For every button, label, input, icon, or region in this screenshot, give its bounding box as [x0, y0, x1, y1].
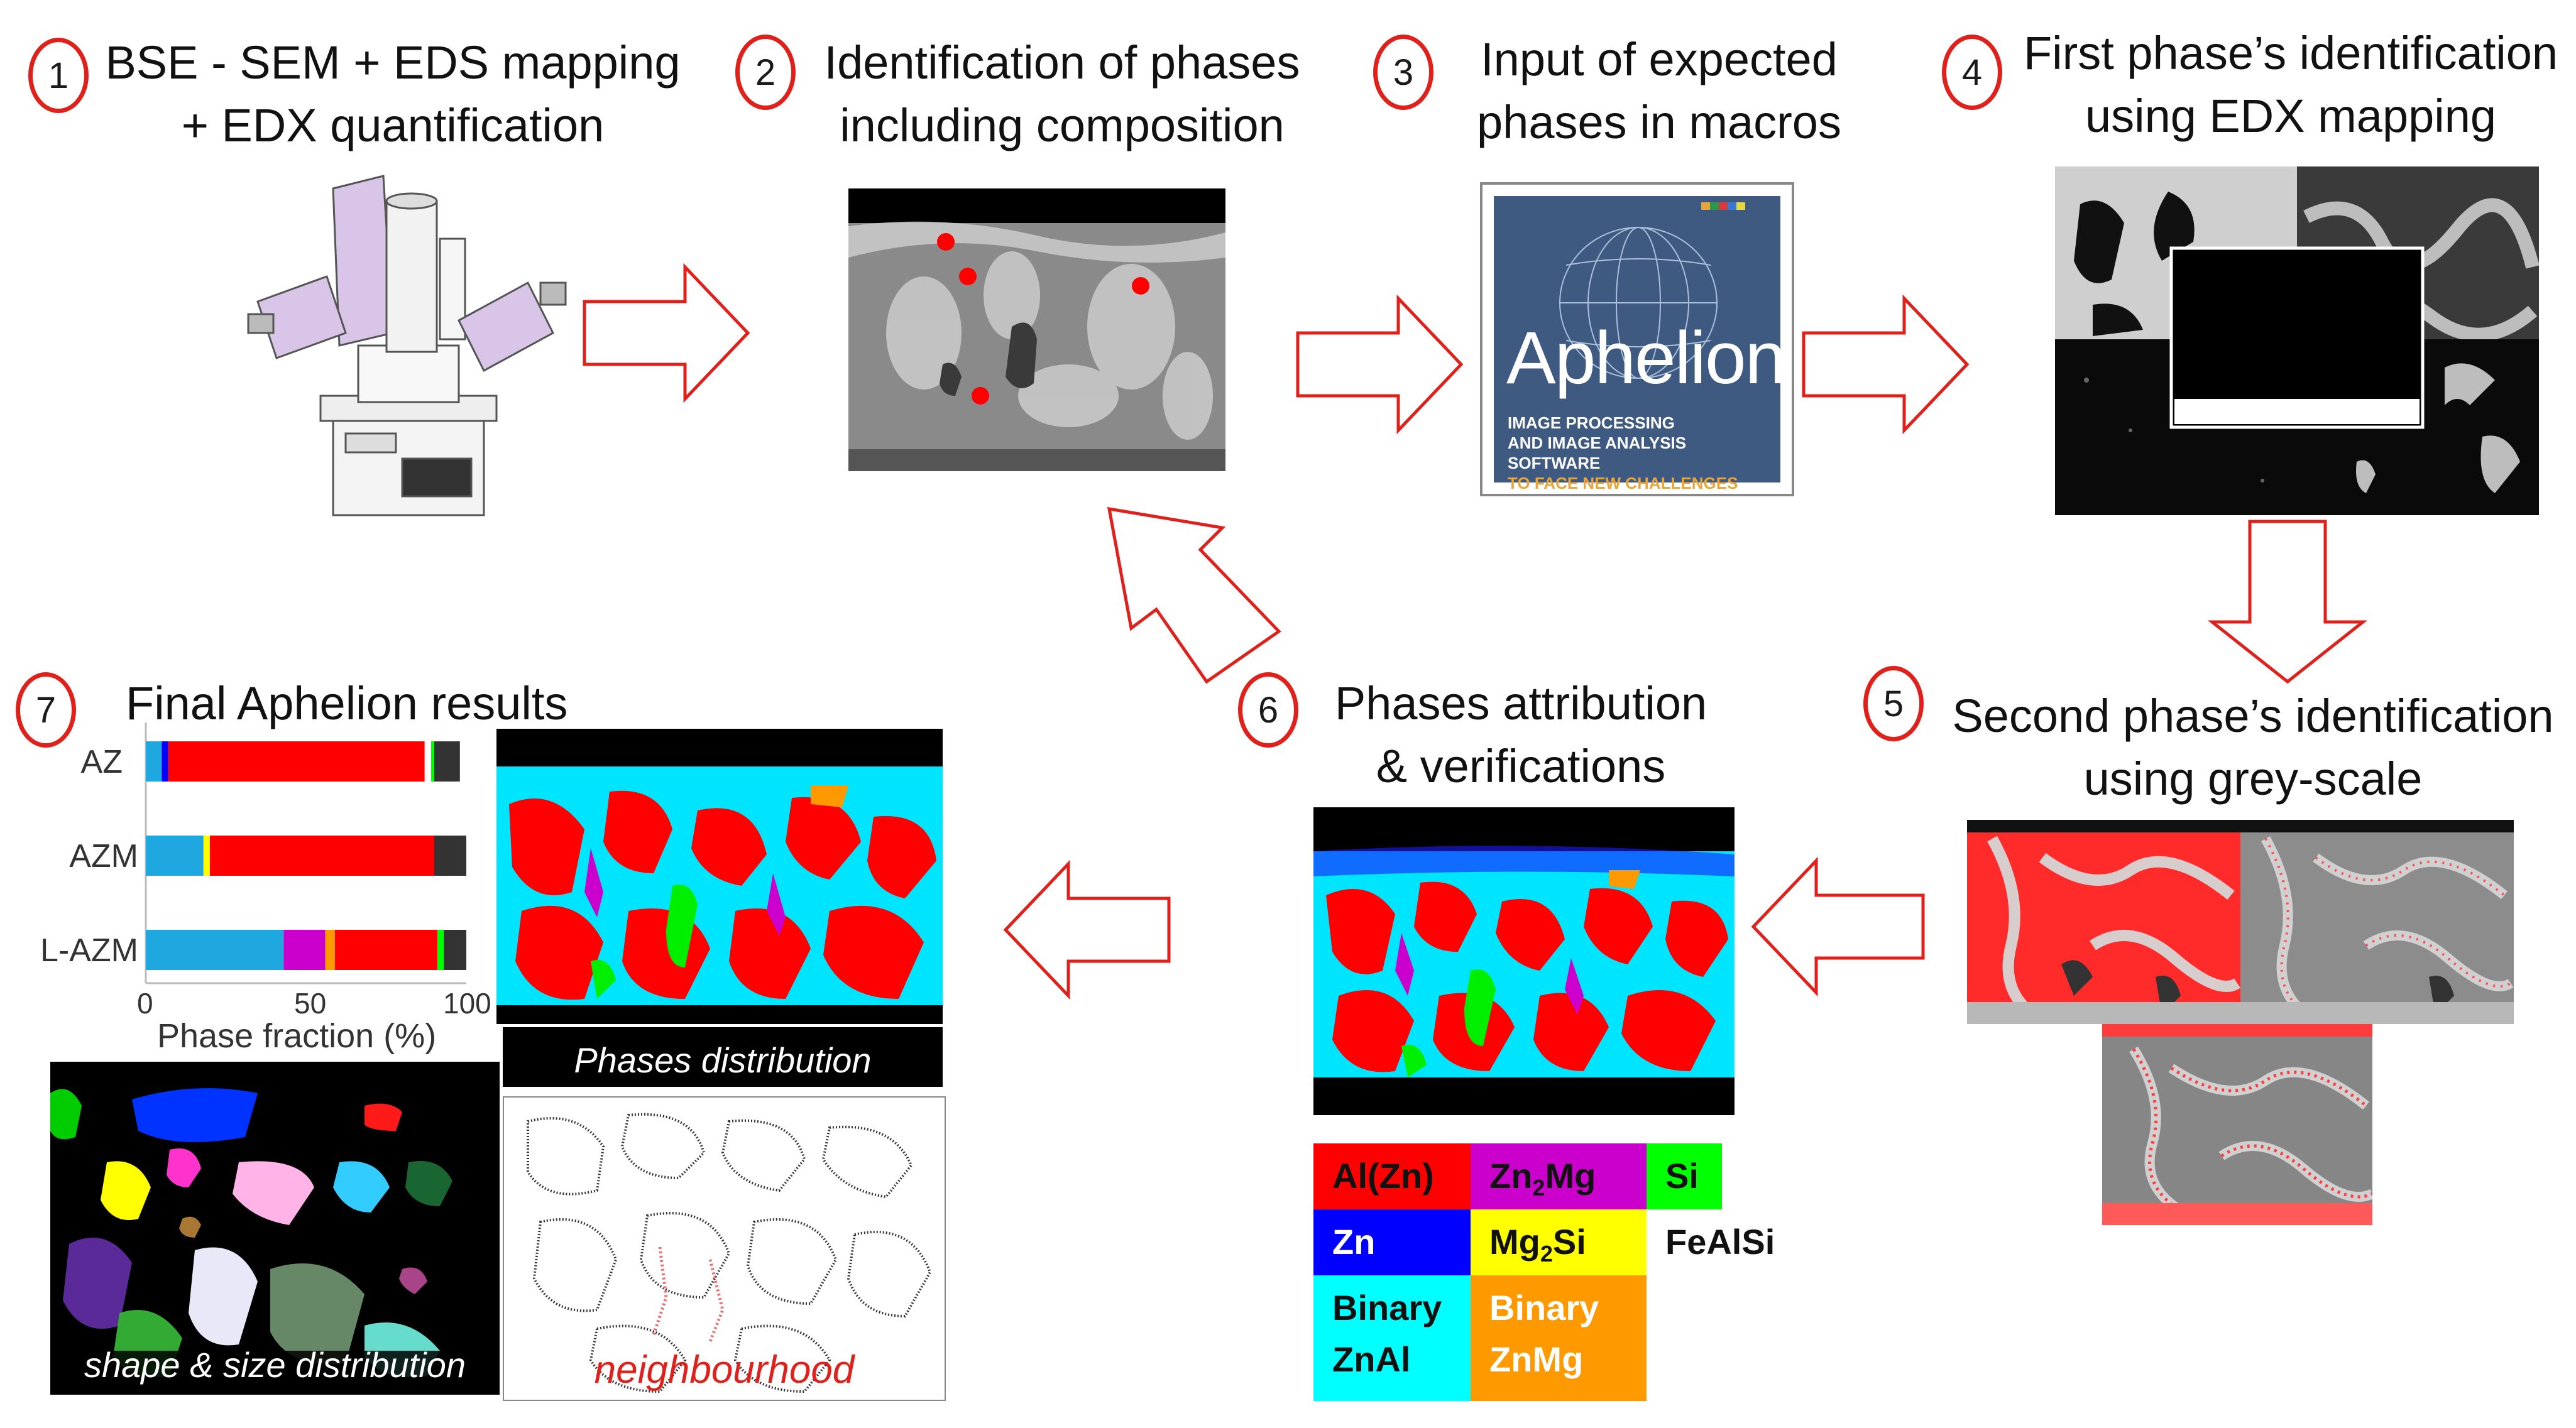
- bar-segment-az-6: [424, 741, 431, 782]
- sem-instrument-illustration: [247, 175, 567, 516]
- bar-segment-az-0: [146, 741, 162, 782]
- bar-segment-azm-8: [434, 836, 466, 876]
- x-axis-label: Phase fraction (%): [157, 1017, 437, 1055]
- bar-segment-az-8: [434, 741, 460, 782]
- step-2-number: 2: [735, 35, 796, 110]
- stacked-bars: [145, 722, 466, 984]
- aphelion-tagline-3: TO FACE NEW CHALLENGES: [1508, 474, 1738, 493]
- sem-micrograph-points: [848, 188, 1225, 471]
- caption-neighbourhood: neighbourhood: [594, 1348, 855, 1392]
- step-5-number: 5: [1863, 666, 1924, 741]
- globe-icon: [1559, 227, 1718, 379]
- arrow-step2-to-step3: [1296, 294, 1464, 435]
- bar-segment-l-azm-7: [437, 930, 444, 970]
- step-6-number: 6: [1238, 672, 1298, 748]
- greyscale-panel-left: [1967, 820, 2240, 1024]
- bar-segment-l-azm-8: [444, 930, 466, 970]
- bar-segment-azm-0: [146, 836, 204, 876]
- bar-segment-az-5: [168, 741, 425, 782]
- step-3-number: 3: [1373, 35, 1433, 110]
- phase-fraction-chart: AZ AZM L-AZM 0 50 100 Phase fraction (%): [0, 722, 503, 1062]
- bar-segment-l-azm-2: [283, 930, 326, 970]
- step-4-number: 4: [1942, 35, 2002, 110]
- bar-segment-az-7: [430, 741, 434, 782]
- arrow-step6-to-step2: [1107, 506, 1281, 684]
- arrow-step6-to-step7: [1003, 859, 1171, 1000]
- bar-segment-l-azm-0: [146, 930, 284, 970]
- legend-zn2mg: Zn2Mg: [1471, 1143, 1647, 1209]
- phase-attribution-map: [1313, 807, 1735, 1115]
- final-phase-distribution-map: [496, 729, 943, 1024]
- aphelion-tagline-2: AND IMAGE ANALYSIS SOFTWARE: [1508, 433, 1687, 472]
- step-7-number: 7: [16, 672, 76, 748]
- bar-label-l-azm: L-AZM: [40, 932, 138, 969]
- step-1-title: BSE - SEM + EDS mapping+ EDX quantificat…: [105, 36, 681, 151]
- step-6-title: Phases attribution& verifications: [1334, 677, 1707, 792]
- greyscale-panel-right: [2240, 820, 2514, 1024]
- legend-al-zn: Al(Zn): [1313, 1143, 1471, 1209]
- arrow-step3-to-step4: [1802, 294, 1970, 435]
- arrow-step1-to-step2: [583, 263, 750, 403]
- x-tick-50: 50: [294, 987, 327, 1020]
- step-1-number: 1: [28, 38, 89, 113]
- arrow-step4-to-step5: [2207, 520, 2368, 684]
- step-7-title: Final Aphelion results: [126, 677, 568, 729]
- bar-segment-az-1: [162, 741, 168, 782]
- bar-label-az: AZ: [80, 744, 123, 780]
- legend-zn: Zn: [1313, 1209, 1471, 1275]
- legend-fealsi: FeAlSi: [1647, 1209, 1804, 1275]
- legend-mg2si: Mg2Si: [1471, 1209, 1647, 1275]
- caption-phases-distribution: Phases distribution: [574, 1040, 872, 1080]
- legend-si: Si: [1647, 1143, 1722, 1209]
- shape-size-distribution-map: [50, 1062, 500, 1395]
- bar-label-azm: AZM: [69, 838, 138, 875]
- greyscale-panel-bottom: [2102, 1024, 2372, 1225]
- edx-mapping-mosaic: [2055, 166, 2539, 515]
- aphelion-wordmark: Aphelion: [1506, 317, 1786, 400]
- bar-segment-azm-3: [203, 836, 210, 876]
- neighbourhood-map: [503, 1096, 946, 1401]
- bar-segment-l-azm-5: [334, 930, 438, 970]
- bar-segment-azm-5: [210, 836, 434, 876]
- x-tick-0: 0: [137, 987, 153, 1020]
- bar-segment-l-azm-4: [325, 930, 335, 970]
- x-tick-100: 100: [443, 987, 491, 1020]
- aphelion-logo: Aphelion IMAGE PROCESSING AND IMAGE ANAL…: [1480, 182, 1794, 496]
- arrow-step5-to-step6: [1751, 856, 1925, 997]
- aphelion-tagline-1: IMAGE PROCESSING: [1508, 413, 1675, 432]
- caption-shape-size: shape & size distribution: [84, 1345, 466, 1385]
